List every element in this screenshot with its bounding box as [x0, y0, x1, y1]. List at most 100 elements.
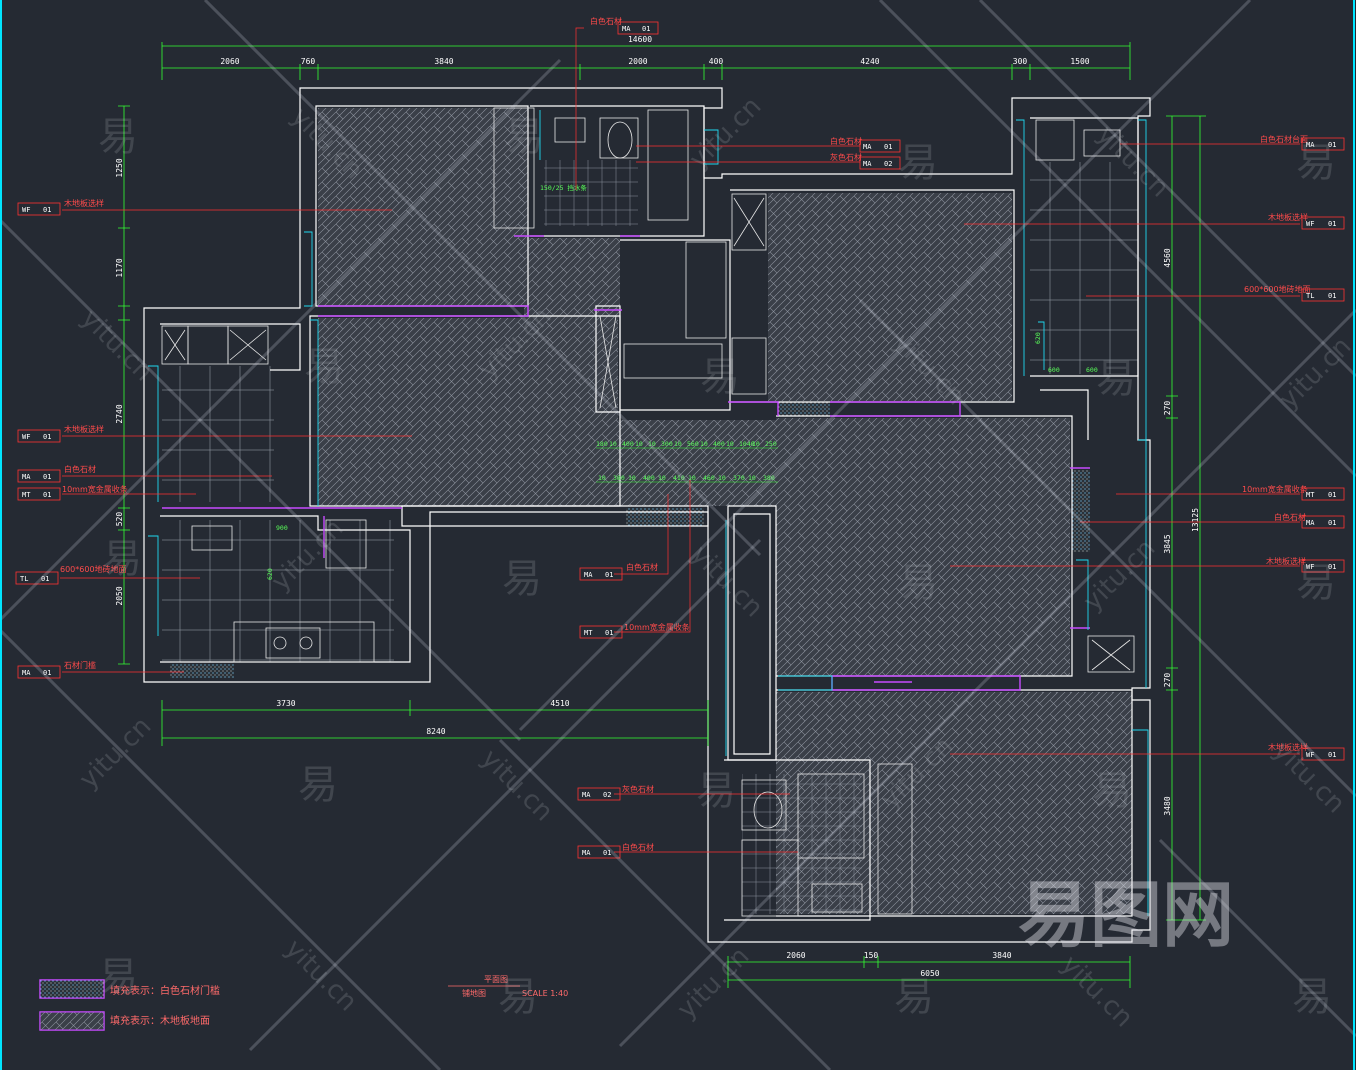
- balcony-dim-2: 600: [1086, 366, 1098, 374]
- sink-balcony: [1083, 129, 1121, 157]
- green-dim-label: 10: [609, 440, 617, 448]
- anno-text: 木地板选样: [1268, 212, 1308, 222]
- dim-mid-total: 8240: [426, 727, 445, 736]
- wardrobe-3: [731, 337, 767, 395]
- anno-text: 白色石材: [1274, 512, 1306, 522]
- threshold-3: [1072, 470, 1090, 552]
- green-dim-label: 10: [688, 474, 696, 482]
- anno-num: 01: [605, 629, 613, 637]
- wardrobe-2: [731, 193, 767, 251]
- anno-right-3: 600*600地砖地面 TL 01: [1244, 284, 1345, 302]
- dim-top-seg: 760: [301, 57, 316, 66]
- anno-code: WF: [1306, 751, 1314, 759]
- anno-left-4: MT 01 10mm宽金属收条: [17, 484, 128, 501]
- watermark-site: yitu.cn: [684, 91, 768, 175]
- stove: [265, 627, 321, 659]
- anno-right-6: 木地板选样 WF 01: [1266, 556, 1345, 573]
- anno-top: 白色石材 MA 01: [590, 16, 659, 35]
- watermark-char: 易: [502, 556, 542, 602]
- bath2-cabinet: [741, 839, 799, 917]
- anno-code: MA: [22, 669, 31, 677]
- anno-code: MT: [584, 629, 593, 637]
- anno-code: WF: [22, 206, 30, 214]
- laundry-floor: [162, 366, 274, 502]
- green-dim-label: 10: [635, 440, 643, 448]
- dim-top-total: 14600: [628, 35, 652, 44]
- anno-text: 10mm宽金属收条: [624, 622, 690, 632]
- watermark-char: 易: [700, 354, 740, 400]
- anno-code: MA: [582, 791, 591, 799]
- anno-text: 灰色石材: [830, 152, 862, 162]
- dim-left-seg: 2050: [115, 586, 124, 605]
- anno-num: 01: [1328, 563, 1336, 571]
- watermark-site: yitu.cn: [74, 711, 158, 795]
- drawing-scale: SCALE 1:40: [522, 989, 568, 998]
- anno-num: 01: [43, 473, 51, 481]
- anno-code: MA: [863, 143, 872, 151]
- anno-center-2: MT 01 10mm宽金属收条: [579, 622, 690, 639]
- anno-text: 木地板选样: [64, 198, 104, 208]
- dim-top-seg: 1500: [1070, 57, 1089, 66]
- burner-1: [273, 636, 287, 650]
- green-dim-label: 380: [613, 474, 625, 482]
- shower-1: [647, 109, 689, 221]
- dim-right-seg: 3845: [1163, 534, 1172, 553]
- watermark-char: 易: [98, 114, 138, 160]
- green-dim-label: 10: [628, 474, 636, 482]
- watermark-char: 易: [894, 974, 934, 1020]
- counter: [233, 621, 375, 663]
- green-dim-label: 10: [700, 440, 708, 448]
- basin-1: [554, 117, 586, 143]
- drawing-subtitle: 铺地图: [462, 988, 486, 998]
- green-dim-label: 400: [643, 474, 655, 482]
- wardrobe-6: [877, 763, 913, 915]
- balcony-floor: [1030, 162, 1138, 374]
- watermark-brand: 易图网: [1018, 873, 1234, 957]
- watermark-char: 易: [696, 768, 736, 814]
- anno-num: 01: [605, 571, 613, 579]
- green-dim-label: 380: [763, 474, 775, 482]
- green-dim-label: 10: [718, 474, 726, 482]
- top-dimensions: [118, 42, 1206, 988]
- green-dim-label: 10: [726, 440, 734, 448]
- kitchen-dim-2: 620: [266, 568, 274, 580]
- anno-code: MA: [22, 473, 31, 481]
- anno-bath2-b: MA 01 白色石材: [577, 842, 654, 859]
- anno-num: 02: [884, 160, 892, 168]
- anno-code: MA: [1306, 141, 1315, 149]
- watermark-char: 易: [102, 536, 142, 582]
- green-dim-label: 10: [598, 474, 606, 482]
- floor-fills: [162, 108, 1138, 914]
- anno-code: WF: [22, 433, 30, 441]
- balcony-dim-3: 620: [1034, 332, 1042, 344]
- anno-right-7: 木地板选样 WF 01: [1268, 742, 1345, 761]
- anno-num: 01: [642, 25, 650, 33]
- title-block: 平面图 铺地图 SCALE 1:40: [448, 975, 568, 998]
- anno-bath1-a: 白色石材 MA 01: [830, 136, 901, 153]
- dim-top-seg: 2060: [220, 57, 239, 66]
- watermark-char: 易: [1096, 356, 1136, 402]
- threshold-4: [170, 664, 234, 678]
- anno-code: WF: [1306, 563, 1314, 571]
- anno-num: 01: [43, 433, 51, 441]
- anno-text: 石材门槛: [64, 660, 96, 670]
- bath1-floor: [544, 160, 638, 226]
- dim-bottom-seg: 150: [864, 951, 879, 960]
- dim-bottom-seg: 3840: [992, 951, 1011, 960]
- washer: [1035, 119, 1075, 161]
- green-dim-label: 400: [713, 440, 725, 448]
- anno-code: TL: [1306, 292, 1314, 300]
- green-dim-label: 300: [661, 440, 673, 448]
- anno-num: 01: [43, 669, 51, 677]
- green-dim-label: 10: [748, 474, 756, 482]
- dim-left-seg: 1170: [115, 258, 124, 277]
- bedroom-floor-2: [768, 193, 1012, 401]
- anno-code: MT: [1306, 491, 1315, 499]
- anno-bath1-b: 灰色石材 MA 02: [830, 152, 901, 170]
- fridge: [187, 325, 229, 365]
- watermark-site: yitu.cn: [1274, 331, 1356, 415]
- dim-left-seg: 1250: [115, 158, 124, 177]
- anno-text: 白色石材: [64, 464, 96, 474]
- cyan-details: [148, 110, 1149, 916]
